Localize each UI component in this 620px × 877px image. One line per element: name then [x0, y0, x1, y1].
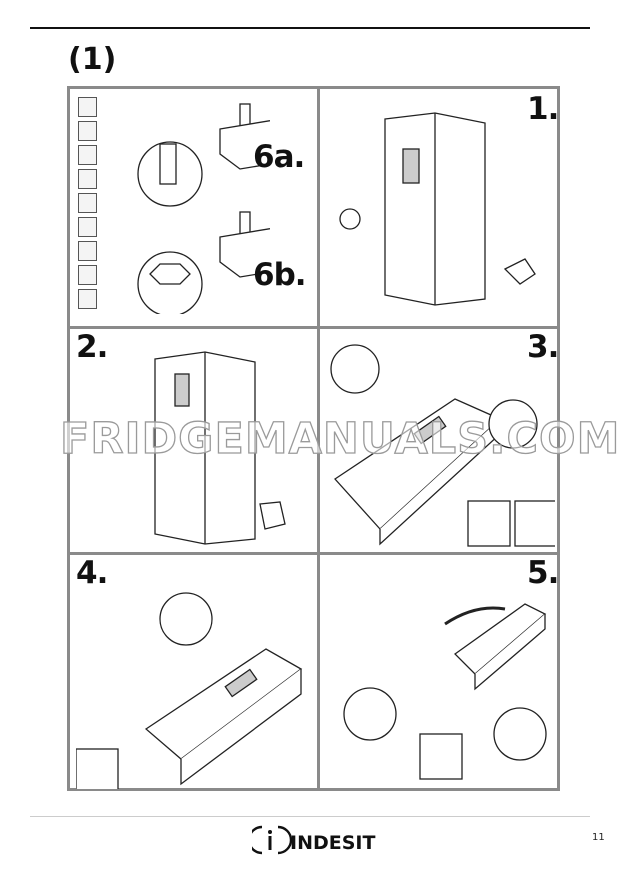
figure-number: (1): [68, 42, 117, 77]
divider-vertical: [317, 89, 320, 788]
panel-label-3: 3.: [527, 329, 559, 365]
screw-icon: [78, 169, 97, 189]
fridge-hinge-swap-illustration: [76, 592, 303, 789]
panel-label-1: 1.: [527, 91, 559, 127]
bag-icon: [78, 97, 97, 117]
tool-icon: [78, 289, 97, 309]
footer-rule: [30, 816, 590, 817]
screw-pack-icon: [78, 145, 97, 165]
panel-label-5: 5.: [527, 555, 559, 591]
screwdriver-icon: [78, 217, 97, 237]
panel-label-6b: 6b.: [253, 257, 307, 293]
divider-row-2: [70, 552, 557, 555]
brand-name: INDESIT: [290, 832, 375, 854]
instruction-grid: 6a. 6b. 1. 2. 3.: [59, 86, 620, 791]
fridge-door-removal-illustration: [154, 351, 286, 545]
hinge-icon: [78, 121, 97, 141]
hinge-illustration: [137, 103, 270, 314]
tools-column: [78, 97, 97, 313]
panel-label-6a: 6a.: [253, 139, 305, 175]
fridge-door-reassembly-illustration: [343, 603, 547, 780]
fridge-lying-illustration: [330, 344, 555, 547]
page-number: 11: [592, 832, 605, 843]
top-rule: [30, 27, 590, 29]
allen-key-icon: [78, 265, 97, 285]
divider-row-1: [70, 326, 557, 329]
panel-label-2: 2.: [76, 329, 108, 365]
fridge-unplug-illustration: [339, 112, 536, 306]
flat-screwdriver-icon: [78, 241, 97, 261]
spacer-icon: [78, 193, 97, 213]
indesit-logo: INDESIT: [252, 825, 375, 855]
panel-label-4: 4.: [76, 555, 108, 591]
watermark: FRIDGEMANUALS.COM: [59, 413, 620, 464]
